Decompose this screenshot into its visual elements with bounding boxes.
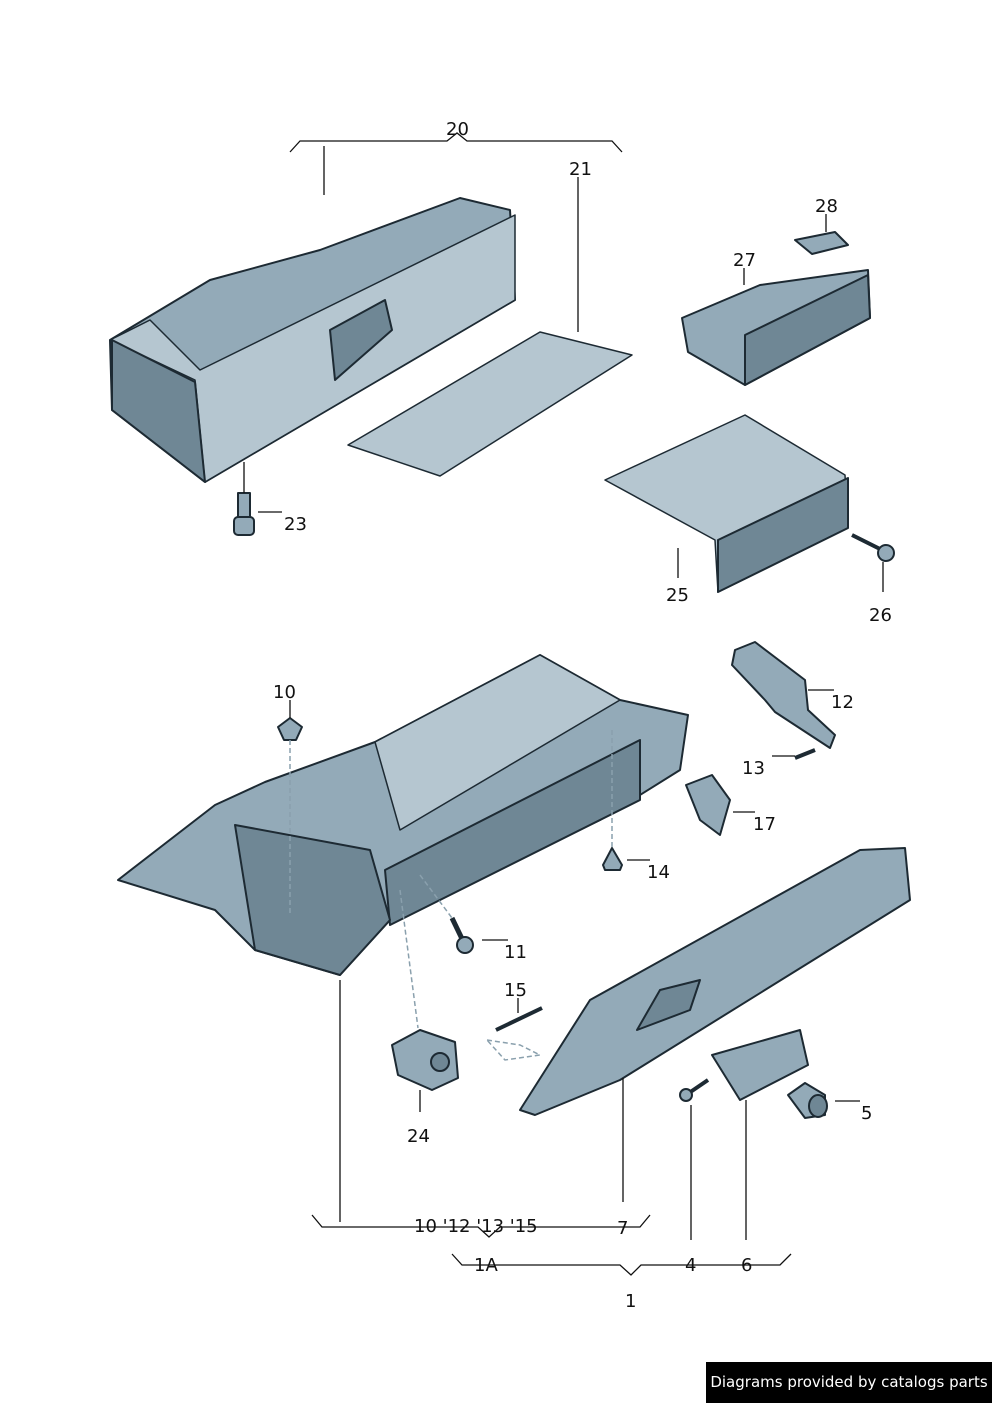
part-4-screw[interactable]: [679, 1078, 710, 1102]
leader-lines: [243, 132, 884, 1276]
callout-7[interactable]: 7: [617, 1218, 628, 1239]
callout-group-1A-parts[interactable]: 10 '12 '13 '15: [414, 1216, 538, 1237]
callout-20[interactable]: 20: [446, 119, 469, 140]
part-12-damper[interactable]: [731, 641, 836, 749]
part-28-clip[interactable]: [794, 231, 849, 255]
part-11-screw[interactable]: [449, 916, 474, 954]
part-14-buffer[interactable]: [602, 847, 623, 871]
callout-14[interactable]: 14: [647, 862, 670, 883]
callout-11[interactable]: 11: [504, 942, 527, 963]
callout-26[interactable]: 26: [869, 605, 892, 626]
footer-credit: Diagrams provided by catalogs parts: [706, 1362, 992, 1403]
part-27-insert[interactable]: [681, 269, 871, 386]
callout-5[interactable]: 5: [861, 1103, 872, 1124]
callout-12[interactable]: 12: [831, 692, 854, 713]
callout-17[interactable]: 17: [753, 814, 776, 835]
part-21-mat[interactable]: [347, 331, 633, 477]
part-5-lock-cylinder[interactable]: [787, 1082, 828, 1119]
part-23-bolt[interactable]: [233, 492, 255, 536]
callout-1A[interactable]: 1A: [474, 1255, 498, 1276]
callout-4[interactable]: 4: [685, 1255, 696, 1276]
part-17-bracket[interactable]: [685, 774, 731, 836]
assembly-lines: [289, 730, 613, 1029]
callout-21[interactable]: 21: [569, 159, 592, 180]
callout-6[interactable]: 6: [741, 1255, 752, 1276]
part-7-lid[interactable]: [519, 847, 911, 1116]
callout-15[interactable]: 15: [504, 980, 527, 1001]
callout-13[interactable]: 13: [742, 758, 765, 779]
callout-24[interactable]: 24: [407, 1126, 430, 1147]
part-15-pin[interactable]: [485, 1006, 543, 1061]
part-25-frame[interactable]: [604, 414, 849, 593]
part-6-handle[interactable]: [711, 1029, 809, 1101]
part-20-housing[interactable]: [109, 197, 516, 483]
callout-27[interactable]: 27: [733, 250, 756, 271]
part-10-nut[interactable]: [277, 717, 303, 741]
callout-23[interactable]: 23: [284, 514, 307, 535]
part-1A-glovebox[interactable]: [117, 654, 689, 976]
callout-labels: 20 21 28 27 23 25 26 10 12 13 17 14 11 1…: [273, 119, 892, 1312]
part-24-lock-housing[interactable]: [391, 1029, 459, 1091]
callout-10[interactable]: 10: [273, 682, 296, 703]
callout-1[interactable]: 1: [625, 1291, 636, 1312]
callout-28[interactable]: 28: [815, 196, 838, 217]
callout-25[interactable]: 25: [666, 585, 689, 606]
part-13-screw[interactable]: [794, 748, 816, 760]
part-26-screw[interactable]: [851, 533, 895, 562]
